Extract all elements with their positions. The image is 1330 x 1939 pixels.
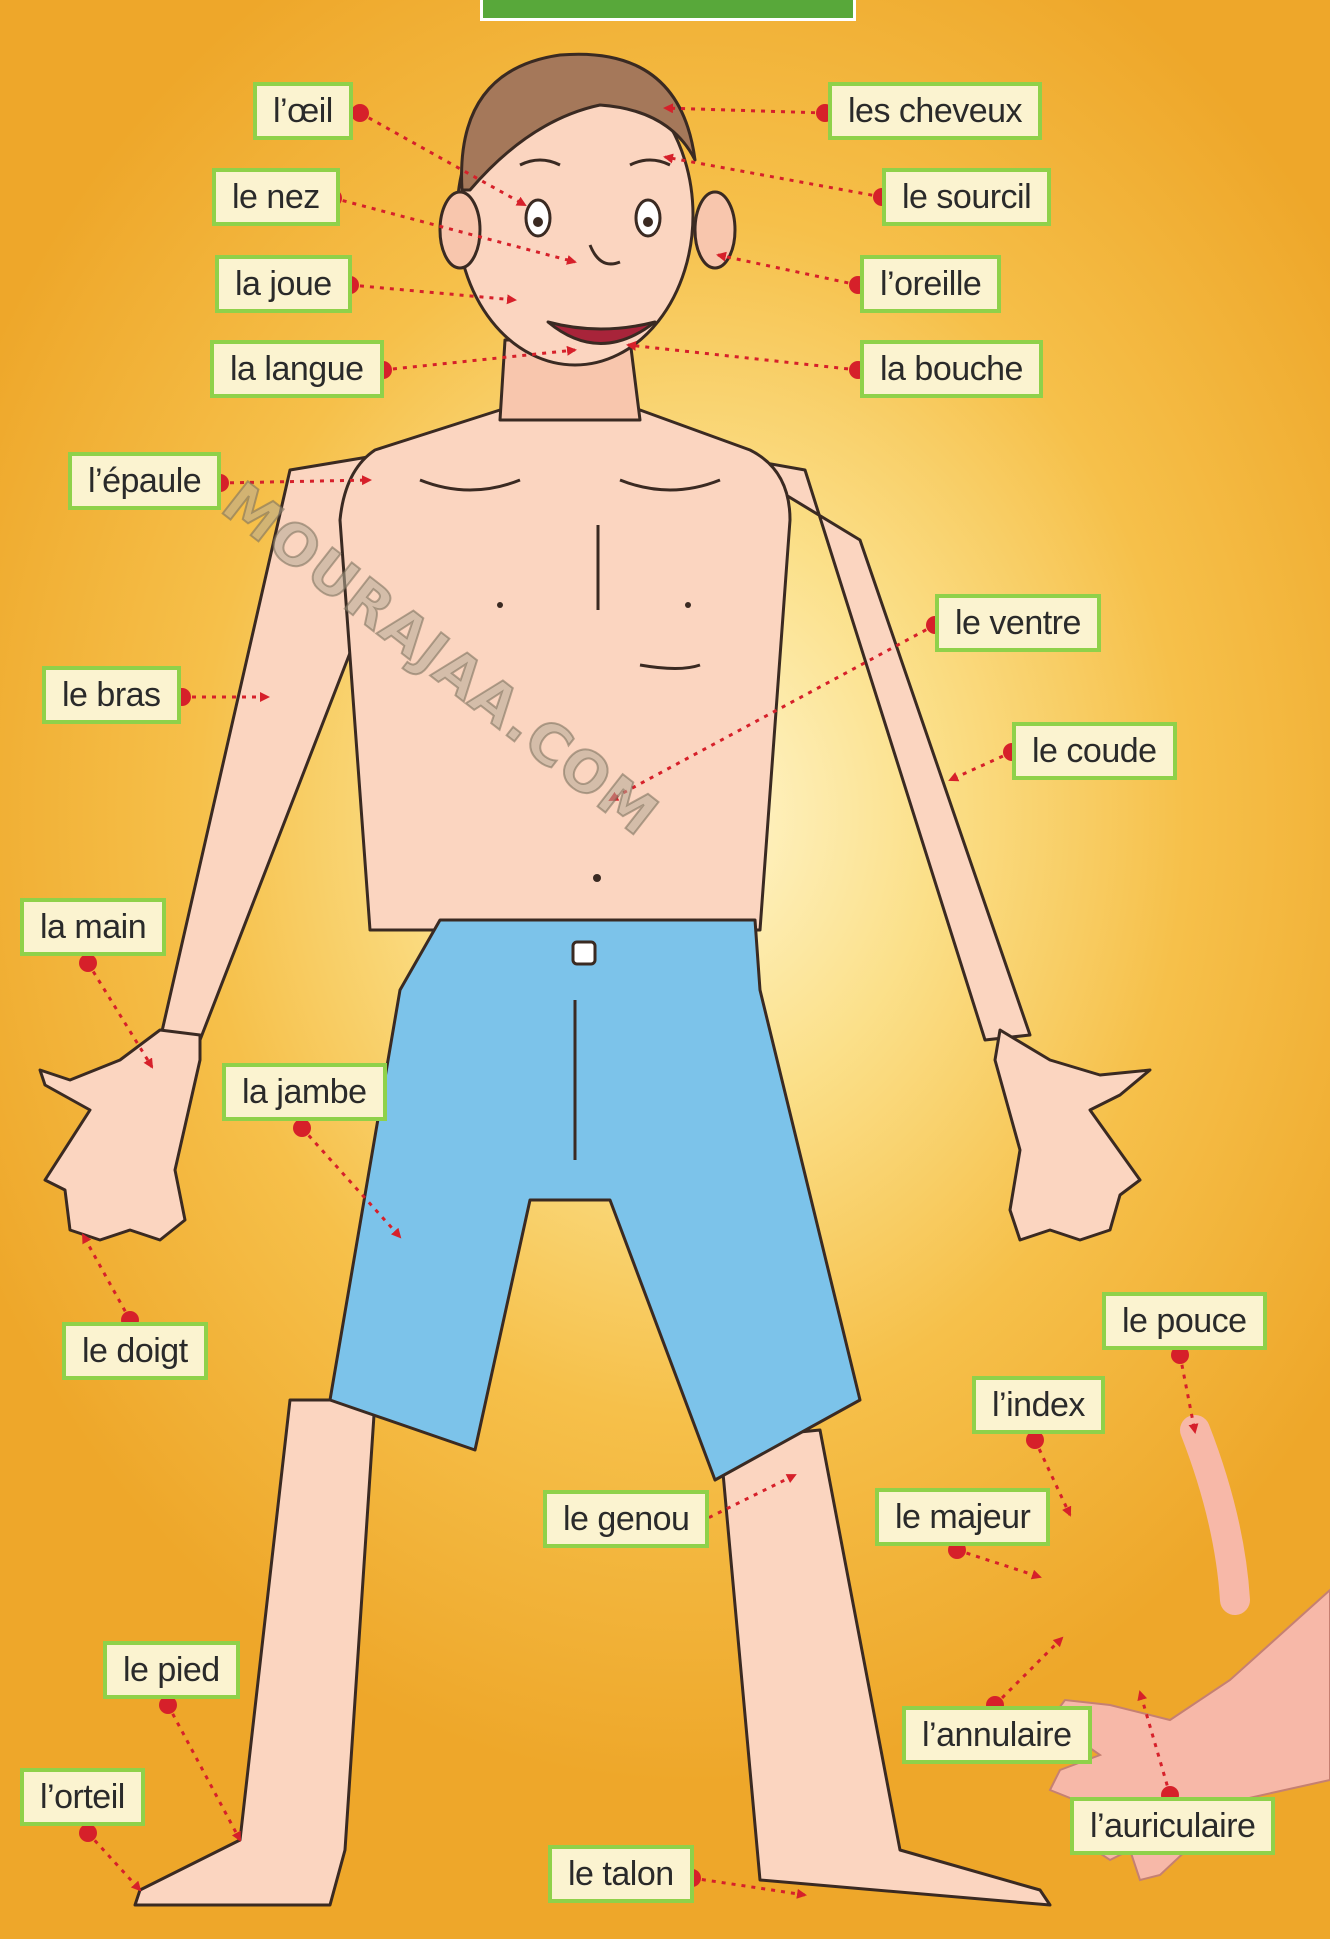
label-auriculaire: l’auriculaire [1070,1797,1275,1855]
pointer-sourcil [665,157,882,197]
label-sourcil: le sourcil [882,168,1051,226]
label-orteil: l’orteil [20,1768,145,1826]
label-jambe: la jambe [222,1063,387,1121]
label-bouche: la bouche [860,340,1043,398]
label-epaule: l’épaule [68,452,221,510]
label-oeil: l’œil [253,82,353,140]
label-nez: le nez [212,168,340,226]
pointer-cheveux [665,108,825,113]
label-cheveux: les cheveux [828,82,1042,140]
label-main: la main [20,898,166,956]
shorts [330,920,860,1480]
pointer-pied [168,1705,240,1840]
label-majeur: le majeur [875,1488,1050,1546]
pointer-doigt [83,1235,130,1320]
pointer-oreille [718,255,858,285]
label-langue: la langue [210,340,384,398]
label-doigt: le doigt [62,1322,208,1380]
left-ear [440,192,480,268]
left-hand [40,1030,200,1240]
label-talon: le talon [548,1845,694,1903]
label-joue: la joue [215,255,352,313]
label-coude: le coude [1012,722,1177,780]
label-index: l’index [972,1376,1105,1434]
pointer-majeur [957,1550,1040,1577]
label-genou: le genou [543,1490,709,1548]
label-pied: le pied [103,1641,240,1699]
label-ventre: le ventre [935,594,1101,652]
pointer-main [88,963,152,1067]
label-annulaire: l’annulaire [902,1706,1092,1764]
label-oreille: l’oreille [860,255,1001,313]
label-pouce: le pouce [1102,1292,1267,1350]
pointer-annulaire [995,1638,1062,1705]
pointer-coude [950,752,1012,780]
label-bras: le bras [42,666,181,724]
pointer-bouche [628,345,858,370]
right-hand [995,1030,1150,1240]
pointer-orteil [88,1833,140,1890]
